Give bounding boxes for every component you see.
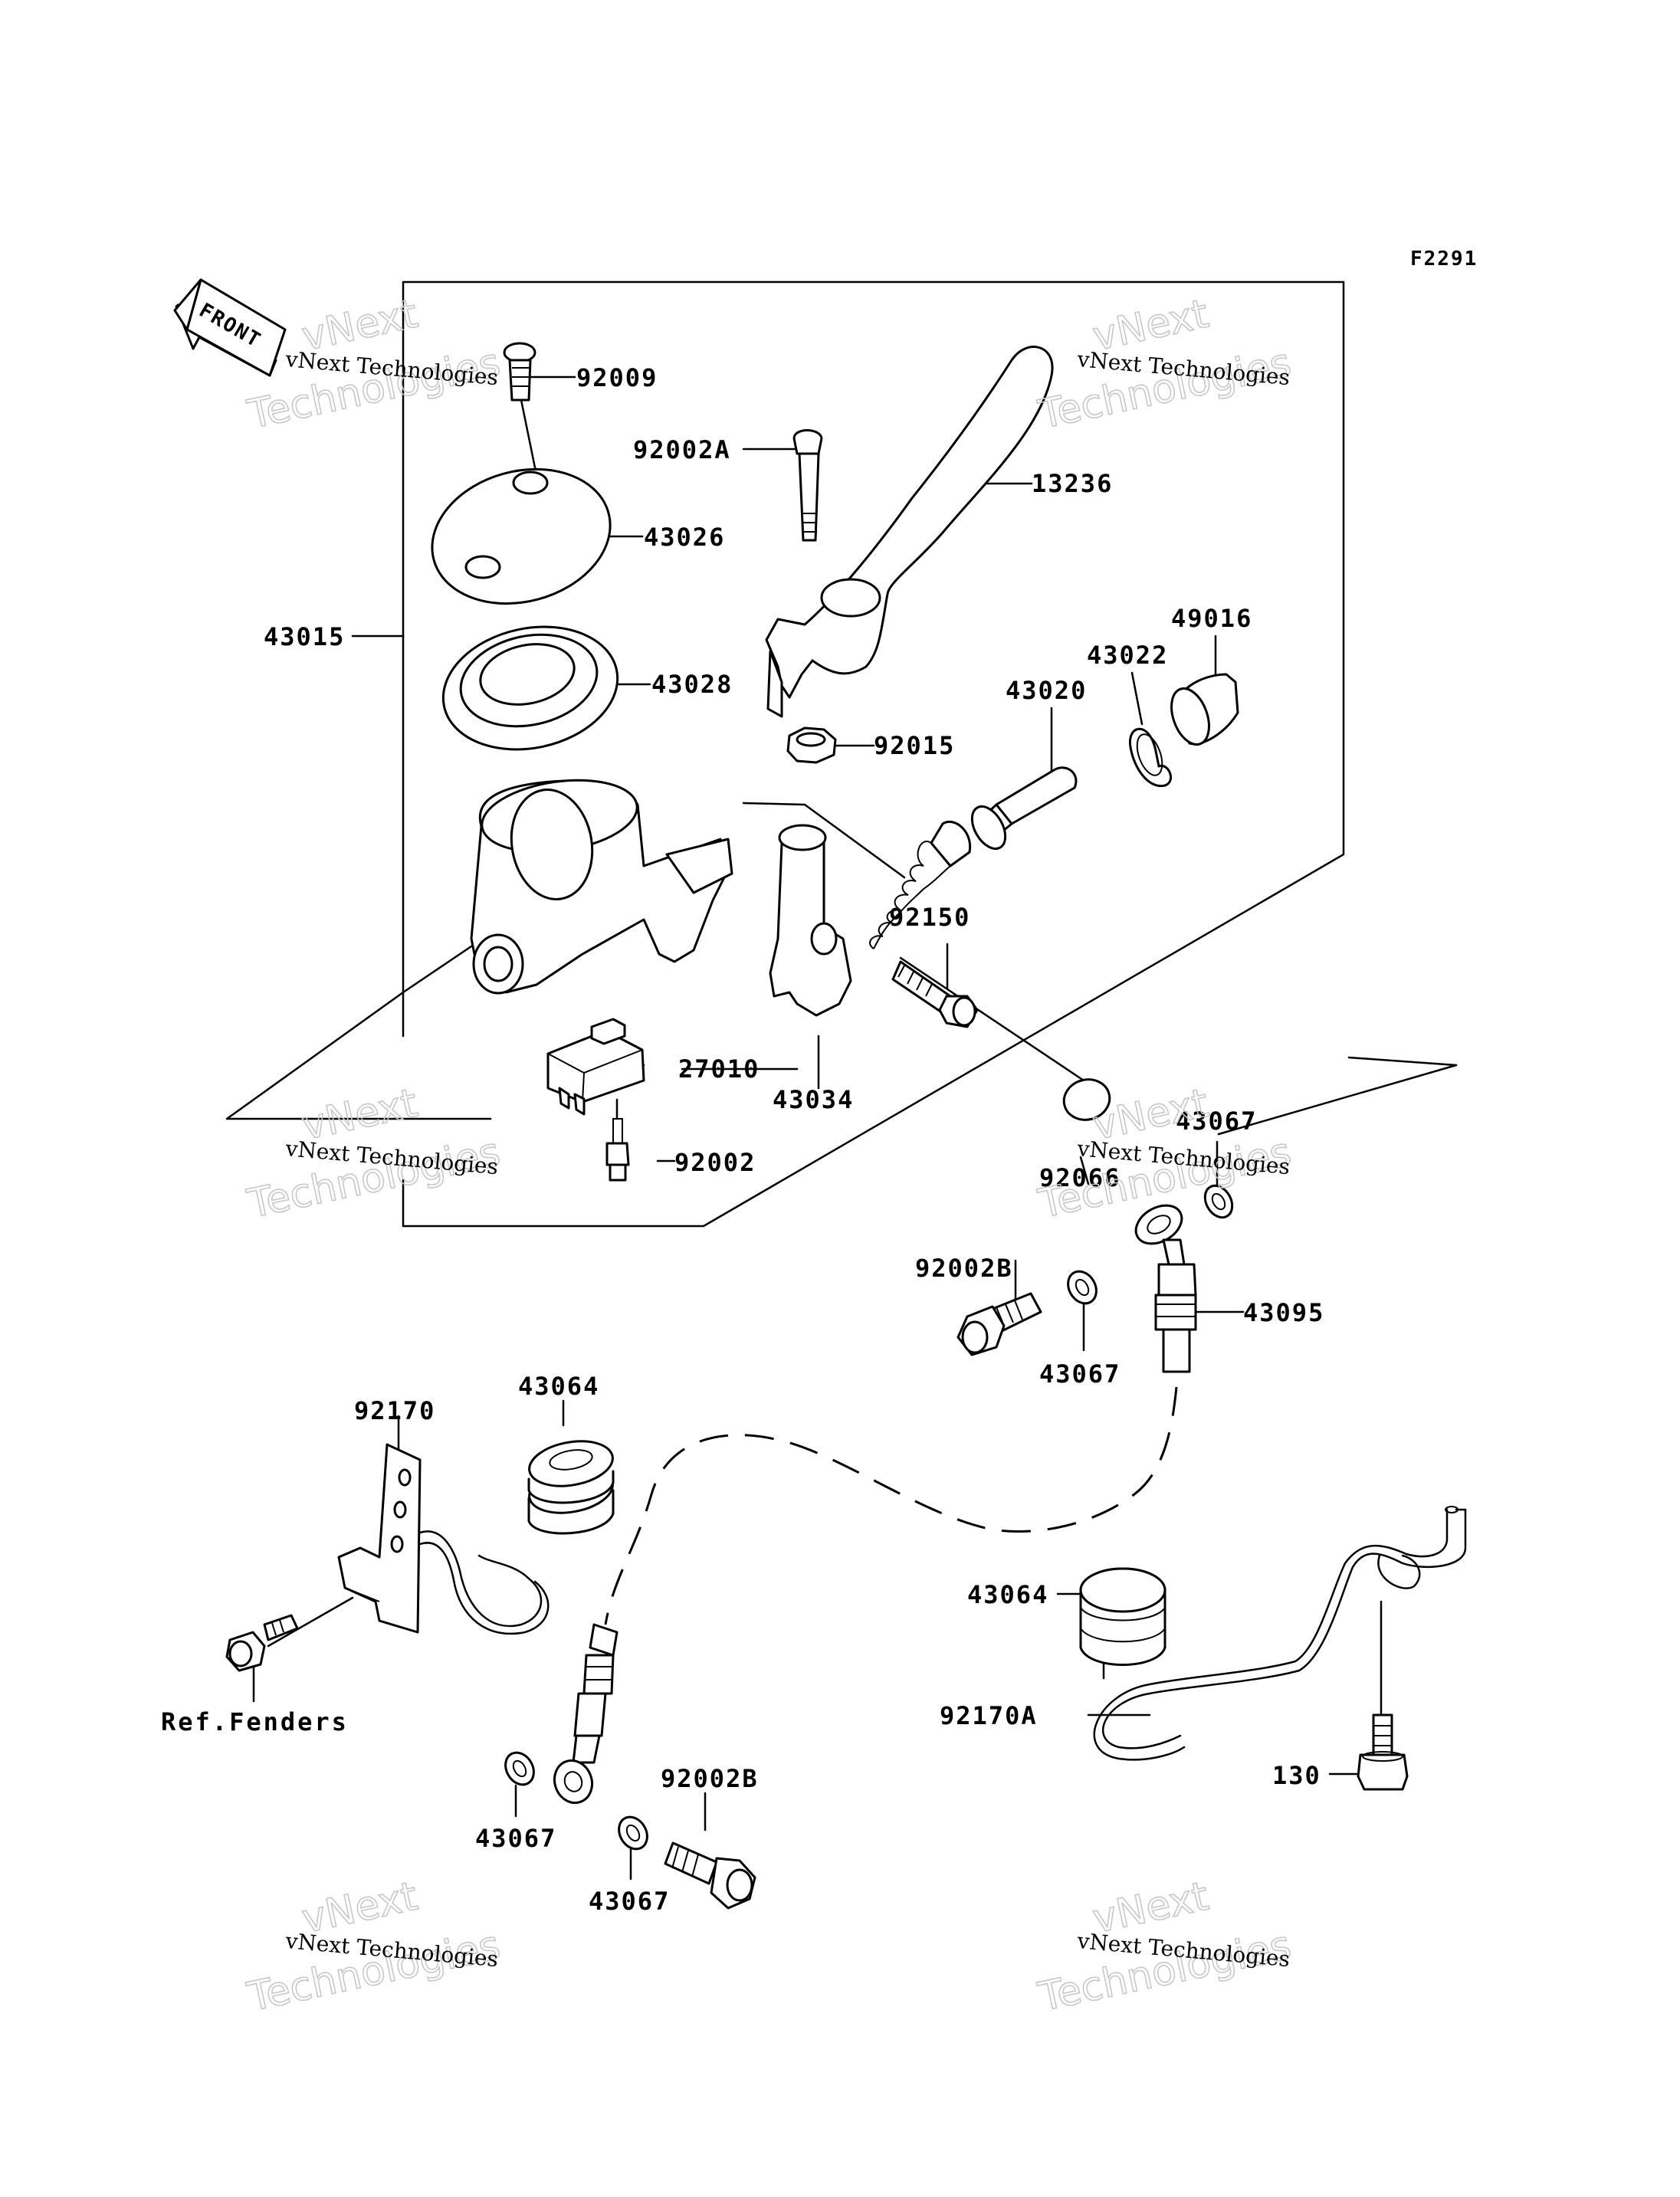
part-92002A-pivot-bolt [792,429,823,542]
brake-hose-line [604,1386,1178,1625]
part-43022-circlip [1128,727,1172,788]
part-43095-hose-fitting [1134,1204,1197,1373]
label-92009: 92009 [576,363,658,392]
part-49016-boot [1170,673,1239,746]
label-13236: 13236 [1032,469,1113,498]
label-43095: 43095 [1243,1298,1324,1327]
part-43095-hose-fitting-lower [553,1623,619,1805]
part-92170A-bracket [1093,1506,1467,1761]
label-92015: 92015 [874,731,955,760]
label-92170A: 92170A [940,1701,1038,1730]
label-43022: 43022 [1087,641,1168,670]
part-92002B-banjo-bolt-lower [664,1841,756,1910]
label-92170: 92170 [354,1396,435,1425]
part-92002-screw [605,1118,630,1182]
label-130: 130 [1272,1761,1321,1790]
part-43034-holder [769,824,852,1017]
label-27010: 27010 [678,1054,760,1084]
part-43020-piston [869,766,1078,949]
label-ref-fenders: Ref.Fenders [161,1707,349,1736]
label-92002A: 92002A [633,435,731,464]
part-43028-diaphragm [441,625,619,751]
part-43067-washer-lower-right [618,1815,648,1851]
part-43026-cap [431,467,612,605]
label-43067-middle: 43067 [1039,1359,1121,1389]
front-arrow-icon: FRONT [173,278,287,377]
part-92002B-banjo-bolt [956,1292,1042,1356]
label-43020: 43020 [1006,676,1087,705]
label-92066: 92066 [1039,1163,1121,1192]
part-43067-washer [1203,1184,1234,1219]
label-43015: 43015 [264,622,345,651]
part-43064-grommet-lower [1079,1567,1166,1666]
label-43026: 43026 [644,523,725,552]
label-92002B-lower: 92002B [661,1764,759,1793]
part-43015-master-cylinder [470,779,733,995]
part-27010-switch [546,1018,645,1116]
label-92002B-upper: 92002B [915,1254,1013,1283]
label-92150: 92150 [889,903,970,932]
part-92009-screw [503,342,536,402]
part-43067-washer-lower-left [504,1751,535,1786]
part-92015-nut [786,726,837,764]
assembly-outline [225,280,1345,1228]
part-130-bolt [1357,1713,1409,1791]
part-13236-lever [765,346,1054,718]
diagram-code: F2291 [1410,248,1478,271]
label-43067-upper: 43067 [1176,1107,1257,1136]
part-43067-washer-middle [1067,1270,1098,1305]
label-92002: 92002 [674,1148,756,1177]
label-43067-lower-left: 43067 [475,1824,556,1853]
label-43064-upper: 43064 [518,1372,599,1401]
label-49016: 49016 [1171,604,1252,633]
part-92150-bolt [891,960,979,1028]
part-92170-bracket [337,1443,550,1635]
label-43067-lower-right: 43067 [589,1887,670,1916]
part-43064-grommet [527,1440,615,1535]
label-43034: 43034 [773,1085,854,1114]
part-fender-bolt [225,1614,299,1672]
part-labels: 92009 43026 43015 43028 92002A 13236 490… [161,363,1324,1916]
label-43028: 43028 [651,670,733,699]
part-92066-cap [1062,1078,1111,1121]
label-43064-lower: 43064 [967,1580,1048,1609]
